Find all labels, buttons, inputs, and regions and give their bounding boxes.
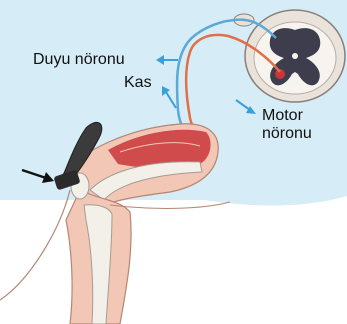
muscle-label: Kas bbox=[124, 74, 152, 92]
motor-neuron-label: Motor nöronu bbox=[262, 107, 312, 143]
motor-neuron-label-line1: Motor bbox=[262, 107, 312, 125]
motor-neuron-label-line2: nöronu bbox=[262, 125, 312, 143]
sensory-neuron-label: Duyu nöronu bbox=[33, 51, 125, 69]
